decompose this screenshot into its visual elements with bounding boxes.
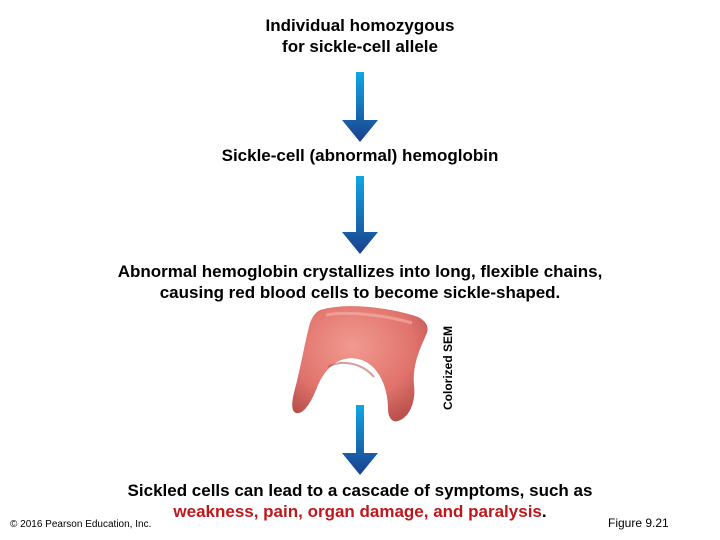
micrograph-label: Colorized SEM [441,326,455,410]
down-arrow-icon [338,176,382,254]
down-arrow-icon [338,405,382,475]
copyright-notice: © 2016 Pearson Education, Inc. [10,519,151,530]
symptoms-period: . [542,502,547,521]
genotype-line-2: for sickle-cell allele [210,36,510,57]
protein-line-1: Sickle-cell (abnormal) hemoglobin [160,145,560,166]
cell-effect-line-1: Abnormal hemoglobin crystallizes into lo… [60,261,660,282]
genotype-text: Individual homozygous for sickle-cell al… [210,15,510,57]
symptoms-line-1: Sickled cells can lead to a cascade of s… [60,480,660,501]
down-arrow-icon [338,72,382,142]
figure-number: Figure 9.21 [608,516,669,530]
cell-effect-line-2: causing red blood cells to become sickle… [60,282,660,303]
genotype-line-1: Individual homozygous [210,15,510,36]
protein-text: Sickle-cell (abnormal) hemoglobin [160,145,560,166]
cell-effect-text: Abnormal hemoglobin crystallizes into lo… [60,261,660,303]
symptoms-text: Sickled cells can lead to a cascade of s… [60,480,660,522]
symptoms-highlight: weakness, pain, organ damage, and paraly… [173,502,541,521]
